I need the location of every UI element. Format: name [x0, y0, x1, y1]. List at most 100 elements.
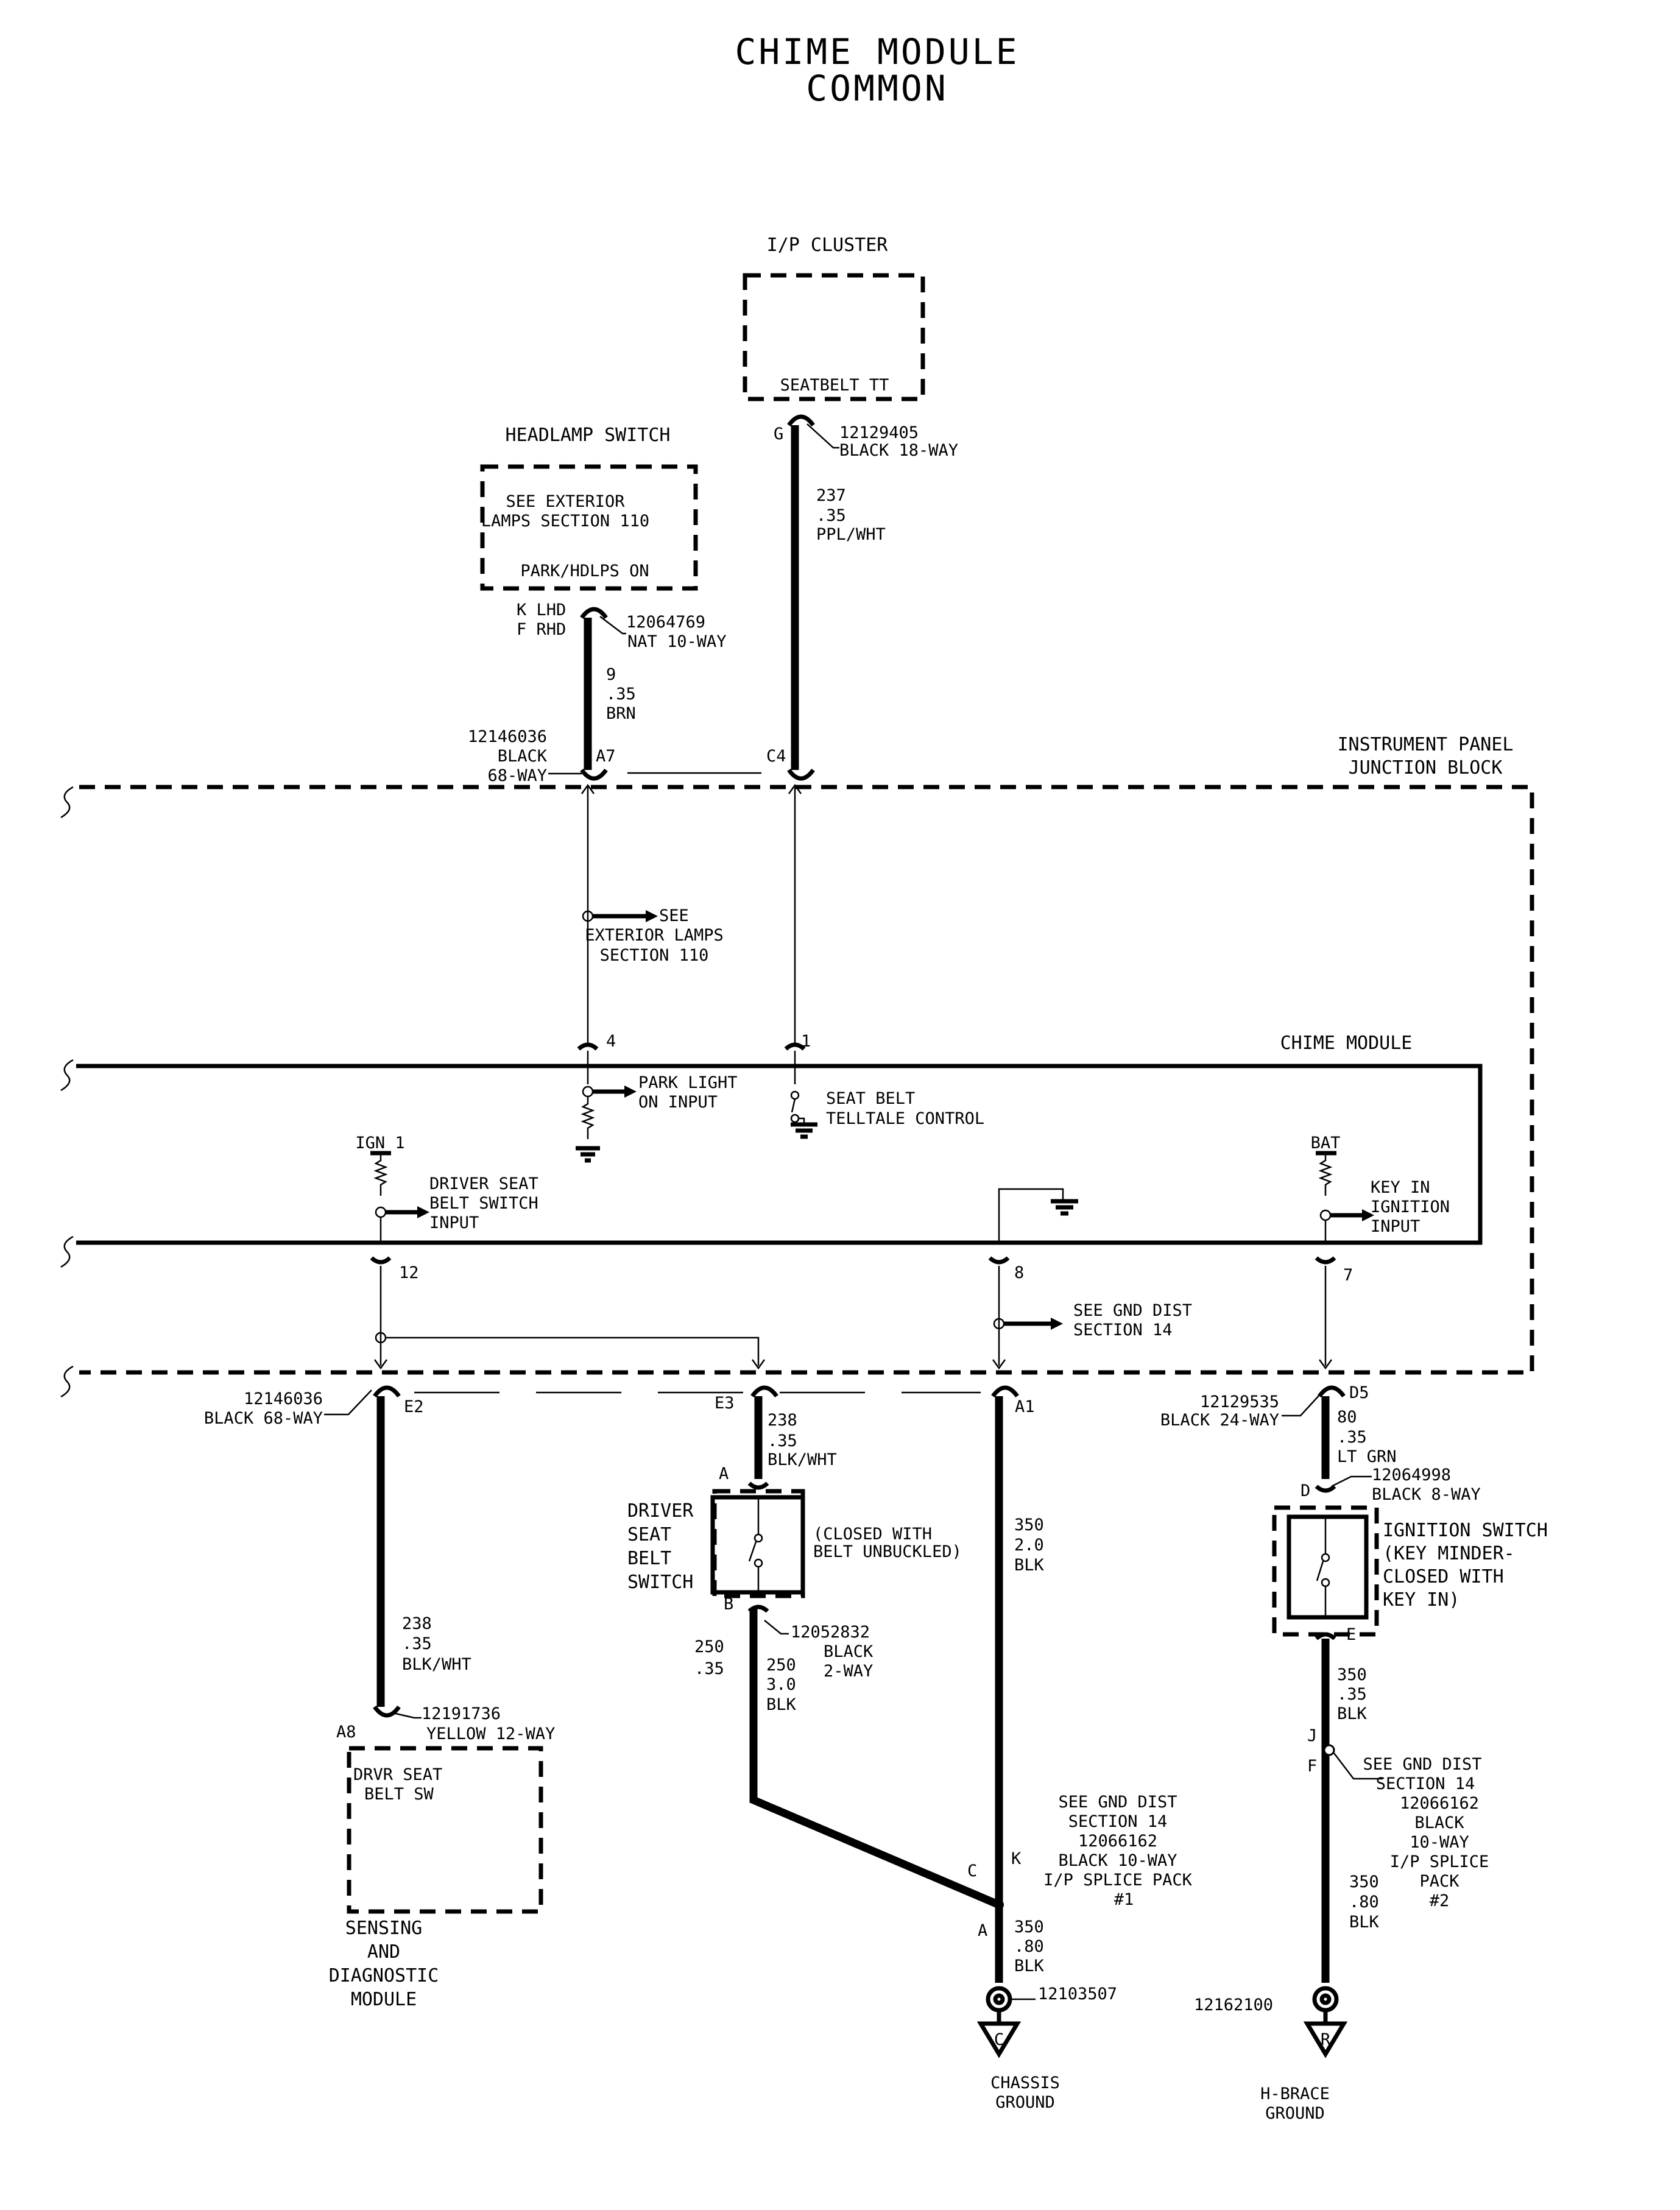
park-resistor	[581, 1096, 595, 1139]
gnd-arrowhead	[1051, 1318, 1063, 1330]
ipjb-label-1: INSTRUMENT PANEL	[1338, 734, 1514, 755]
drv-1: DRIVER SEAT	[429, 1174, 538, 1193]
chassis-l1: CHASSIS	[990, 2074, 1060, 2092]
sdm-pin-a8: A8	[336, 1723, 356, 1742]
hls-inner-1: SEE EXTERIOR	[506, 492, 625, 511]
a1-arrow	[992, 1359, 1006, 1370]
pin-4: 4	[606, 1032, 616, 1051]
w238b-color: BLK/WHT	[402, 1655, 471, 1674]
w250b-color: BLK	[766, 1695, 797, 1714]
pin1-connector	[784, 1042, 806, 1051]
title-line-1: CHIME MODULE	[735, 31, 1019, 72]
sdm-box	[347, 1746, 543, 1914]
splice1-pin-a: A	[978, 1921, 987, 1940]
w9-num: 9	[606, 665, 616, 684]
ign-pin-e: E	[1346, 1625, 1356, 1644]
w350d-gauge: .80	[1349, 1893, 1379, 1912]
w250b-gauge: 3.0	[766, 1675, 796, 1694]
sdm-label-3: DIAGNOSTIC	[329, 1965, 439, 1986]
splice2-1: SEE GND DIST	[1363, 1755, 1481, 1774]
splice-pack-2-node	[1323, 1744, 1335, 1756]
c4-connector-symbol	[787, 768, 815, 781]
splice1-2: SECTION 14	[1068, 1812, 1168, 1831]
see-ext-1: SEE	[659, 906, 689, 925]
dsbs-node-top	[754, 1533, 763, 1543]
sdm-inner-2: BELT SW	[364, 1785, 434, 1804]
splice1-pin-k: K	[1011, 1849, 1022, 1868]
w350b-gauge: .35	[1337, 1685, 1367, 1704]
bat-resistor	[1318, 1153, 1333, 1196]
key-arrowhead	[1362, 1209, 1374, 1221]
w238a-color: BLK/WHT	[768, 1450, 837, 1469]
park-node	[582, 1086, 594, 1098]
dsbs-l1: DRIVER	[627, 1500, 694, 1522]
bat-node	[1319, 1209, 1332, 1221]
w350a-num: 350	[1014, 1516, 1044, 1534]
pin-a1: A1	[1015, 1397, 1035, 1416]
dsbs-part: 12052832	[791, 1623, 870, 1642]
park-2: ON INPUT	[638, 1093, 718, 1112]
ipjb-top-part: 12146036	[468, 727, 547, 746]
splice1-4: BLACK 10-WAY	[1058, 1851, 1177, 1870]
hls-desc: NAT 10-WAY	[627, 632, 727, 651]
telltale-switch	[791, 1098, 796, 1113]
ign-switch	[1316, 1561, 1324, 1581]
sdm-label-4: MODULE	[351, 1989, 417, 2010]
d5-arrow	[1318, 1359, 1333, 1370]
park-arrowhead	[624, 1086, 637, 1098]
dsbs-note-2: BELT UNBUCKLED)	[813, 1542, 962, 1561]
dsbs-leader	[764, 1620, 789, 1635]
hbrace-ground-symbol	[1303, 2021, 1348, 2058]
dsbs-note-1: (CLOSED WITH	[813, 1525, 932, 1544]
w80-num: 80	[1337, 1408, 1357, 1427]
see-ext-2: EXTERIOR LAMPS	[585, 926, 724, 945]
splice2-8: #2	[1430, 1891, 1450, 1910]
dsbs-a-connector	[747, 1481, 769, 1490]
dsbs-node-bottom	[754, 1558, 763, 1568]
w80-gauge: .35	[1337, 1428, 1367, 1447]
ipjb-break-top	[60, 786, 74, 819]
chassis-l2: GROUND	[995, 2093, 1055, 2112]
ipjb-top-color: BLACK	[498, 747, 548, 766]
hls-leader	[599, 616, 626, 635]
ign-d-connector	[1315, 1485, 1336, 1493]
splice2-6: I/P SPLICE	[1390, 1852, 1489, 1871]
splice1-3: 12066162	[1078, 1832, 1157, 1851]
splice1-1: SEE GND DIST	[1058, 1793, 1177, 1812]
w238b-gauge: .35	[402, 1634, 432, 1653]
splice2-7: PACK	[1419, 1872, 1459, 1891]
sdm-inner-1: DRVR SEAT	[353, 1765, 442, 1784]
e3-connector	[750, 1385, 778, 1398]
w238b-num: 238	[402, 1614, 432, 1633]
ipjb-label-2: JUNCTION BLOCK	[1349, 757, 1503, 778]
hls-inner-2: LAMPS SECTION 110	[481, 512, 649, 531]
pin-e3: E3	[715, 1394, 735, 1413]
pin-7: 7	[1343, 1266, 1353, 1285]
ipc-leader	[806, 423, 839, 449]
ign1-resistor	[373, 1153, 388, 1196]
ipc-pin-g: G	[774, 425, 783, 443]
dsbs-l2: SEAT	[627, 1524, 671, 1545]
bat-label: BAT	[1311, 1134, 1341, 1153]
ipc-connector-symbol	[787, 414, 815, 427]
ip-cluster-seatbelt-tt: SEATBELT TT	[780, 376, 889, 395]
pin-e2: E2	[404, 1397, 424, 1416]
splice2-pin-j: J	[1307, 1726, 1317, 1745]
pin-8: 8	[1014, 1263, 1024, 1282]
sdm-label-2: AND	[367, 1941, 400, 1963]
seat-1: SEAT BELT	[826, 1089, 915, 1108]
w350d-color: BLK	[1349, 1913, 1380, 1932]
ipjb-br-desc: BLACK 24-WAY	[1160, 1411, 1279, 1430]
pin12-connector	[370, 1256, 392, 1265]
chime-module-box	[76, 1064, 1483, 1245]
dsbs-l3: BELT	[627, 1548, 671, 1569]
ign-l3: CLOSED WITH	[1383, 1566, 1504, 1587]
pin7-connector	[1315, 1256, 1336, 1265]
chassis-part: 12103507	[1038, 1985, 1117, 2003]
chime-module-label: CHIME MODULE	[1280, 1033, 1413, 1054]
seat-2: TELLTALE CONTROL	[826, 1109, 984, 1128]
drv-arrowhead	[417, 1206, 429, 1218]
ip-cluster-label: I/P CLUSTER	[767, 235, 889, 256]
